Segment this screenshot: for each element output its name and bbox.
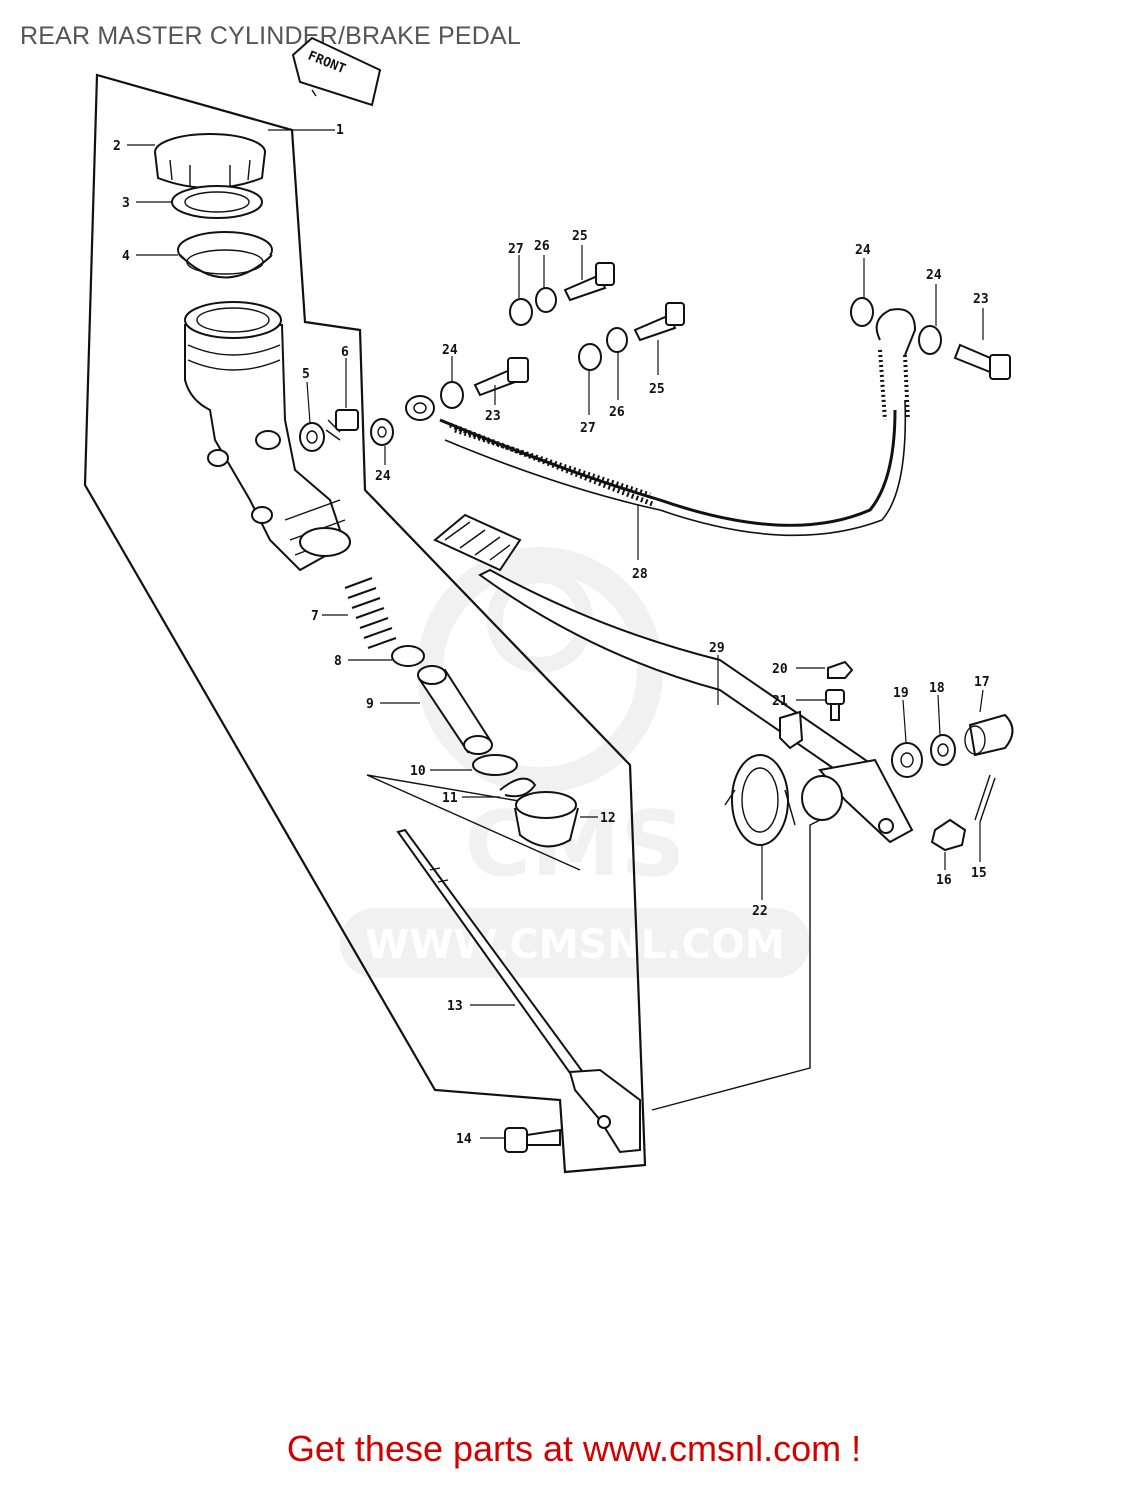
callout-24-mid: 24 [442,343,458,358]
washer-26-upper [535,287,557,313]
page-title: REAR MASTER CYLINDER/BRAKE PEDAL [20,22,521,50]
brake-pedal-29 [433,513,914,844]
callout-8: 8 [334,654,342,669]
nut-20 [827,660,854,679]
washer-27-lower [578,343,602,371]
cup-8 [391,645,425,667]
fitting-6 [325,409,359,441]
callout-4: 4 [122,249,130,264]
washer-24-right-a [850,297,874,327]
callout-24-right-b: 24 [926,268,942,283]
callout-25-upper: 25 [572,229,588,244]
callout-5: 5 [302,367,310,382]
footer-parts-link[interactable]: Get these parts at www.cmsnl.com ! [286,1428,862,1469]
washer-27-upper [509,298,533,326]
reservoir-cap [154,133,266,189]
callout-11: 11 [442,791,458,806]
cap-nut-17 [964,713,1014,757]
callout-20: 20 [772,662,788,677]
callout-25-lower: 25 [649,382,665,397]
callout-21: 21 [772,694,788,709]
pin-14 [504,1127,561,1153]
callout-24-cylinder: 24 [375,469,391,484]
callout-27-upper: 27 [508,242,524,257]
callout-3: 3 [122,196,130,211]
callout-12: 12 [600,811,616,826]
bolt-25-lower [633,302,685,342]
castle-nut-16 [930,818,967,852]
callout-labels: 1 2 3 4 5 6 7 8 9 10 11 12 13 14 15 16 1… [113,123,990,1147]
callout-23-right: 23 [973,292,989,307]
cotter-pin-15 [974,774,996,823]
washer-24-mid [440,381,464,409]
callout-13: 13 [447,999,463,1014]
callout-17: 17 [974,675,990,690]
assembly-boundary [83,73,647,1174]
callout-16: 16 [936,873,952,888]
spring-7 [344,577,397,649]
callout-18: 18 [929,681,945,696]
callout-15: 15 [971,866,987,881]
boot-12 [514,791,579,848]
callout-27-lower: 27 [580,421,596,436]
washer-18 [930,734,956,766]
banjo-bolt-23-left [473,357,529,397]
callout-7: 7 [311,609,319,624]
washer-26-lower [606,327,628,353]
callout-26-upper: 26 [534,239,550,254]
diaphragm [177,231,273,279]
master-cylinder-body [184,301,351,572]
callout-22: 22 [752,904,768,919]
bolt-21 [825,689,845,721]
pedal-group-boundary [651,819,821,1111]
push-rod-13 [396,828,641,1154]
banjo-bolt-23-right [953,343,1011,380]
callout-14: 14 [456,1132,472,1147]
callout-1: 1 [336,123,344,138]
callout-26-lower: 26 [609,405,625,420]
callout-28: 28 [632,567,648,582]
washer-10 [472,754,518,776]
circlip-11 [499,777,537,798]
washer-24-right-b [918,325,942,355]
washer-19 [891,742,923,778]
bolt-25-upper [563,262,615,302]
callout-6: 6 [341,345,349,360]
callout-2: 2 [113,139,121,154]
leader-lines [127,129,984,1139]
return-spring-22 [724,754,796,846]
piston-9 [417,665,493,755]
callout-9: 9 [366,697,374,712]
front-arrow: FRONT [291,36,382,107]
washer-24-left [370,418,394,446]
callout-19: 19 [893,686,909,701]
callout-23-left: 23 [485,409,501,424]
callout-29: 29 [709,641,725,656]
washer-5 [299,422,325,452]
callout-10: 10 [410,764,426,779]
watermark-url-text: WWW.CMSNL.COM [365,922,785,968]
brake-hose-28 [405,308,917,537]
callout-24-right-a: 24 [855,243,871,258]
